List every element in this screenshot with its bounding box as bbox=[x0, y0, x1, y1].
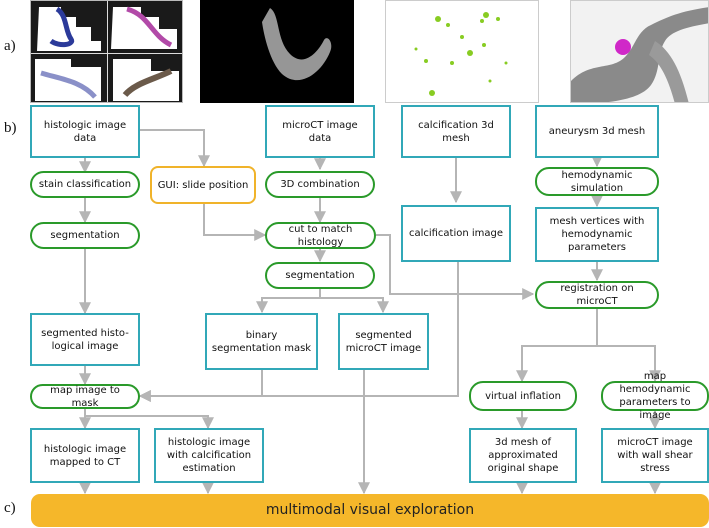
node-calcification-3d-mesh: calcification 3d mesh bbox=[401, 105, 511, 158]
node-histologic-image-calcification: histologic image with calcification esti… bbox=[154, 428, 264, 483]
row-label-b: b) bbox=[4, 120, 17, 136]
node-histologic-image-mapped-to-ct: histologic image mapped to CT bbox=[30, 428, 140, 483]
node-segmentation-left: segmentation bbox=[30, 222, 140, 249]
node-microct-wall-shear-stress: microCT image with wall shear stress bbox=[601, 428, 709, 483]
calcification-points-image bbox=[385, 0, 539, 103]
node-segmented-histological-image: segmented histo-logical image bbox=[30, 313, 140, 366]
node-gui-slide-position: GUI: slide position bbox=[150, 166, 256, 204]
node-microct-image-data: microCT image data bbox=[265, 105, 375, 158]
node-segmentation-mid: segmentation bbox=[265, 262, 375, 289]
node-aneurysm-3d-mesh: aneurysm 3d mesh bbox=[535, 105, 659, 158]
aneurysm-mesh-image bbox=[570, 0, 709, 103]
node-binary-segmentation-mask: binary segmentation mask bbox=[205, 313, 318, 370]
node-virtual-inflation: virtual inflation bbox=[469, 381, 577, 411]
row-label-a: a) bbox=[4, 38, 16, 54]
node-calcification-image: calcification image bbox=[401, 205, 511, 262]
microct-slice-image bbox=[200, 0, 354, 103]
node-3d-combination: 3D combination bbox=[265, 171, 375, 198]
node-registration-on-microct: registration on microCT bbox=[535, 281, 659, 309]
node-multimodal-visual-exploration: multimodal visual exploration bbox=[31, 494, 709, 527]
node-3d-mesh-original-shape: 3d mesh of approximated original shape bbox=[469, 428, 577, 483]
node-segmented-microct-image: segmented microCT image bbox=[338, 313, 429, 370]
node-map-hemodynamic-parameters: map hemodynamic parameters to image bbox=[601, 371, 709, 421]
node-map-image-to-mask: map image to mask bbox=[30, 384, 140, 409]
node-hemodynamic-simulation: hemodynamic simulation bbox=[535, 167, 659, 196]
node-stain-classification: stain classification bbox=[30, 171, 140, 198]
node-mesh-vertices: mesh vertices with hemodynamic parameter… bbox=[535, 207, 659, 262]
row-label-c: c) bbox=[4, 500, 16, 516]
node-cut-to-match-histology: cut to match histology bbox=[265, 222, 376, 249]
histology-slides-image bbox=[30, 0, 183, 103]
node-histologic-image-data: histologic image data bbox=[30, 105, 140, 158]
